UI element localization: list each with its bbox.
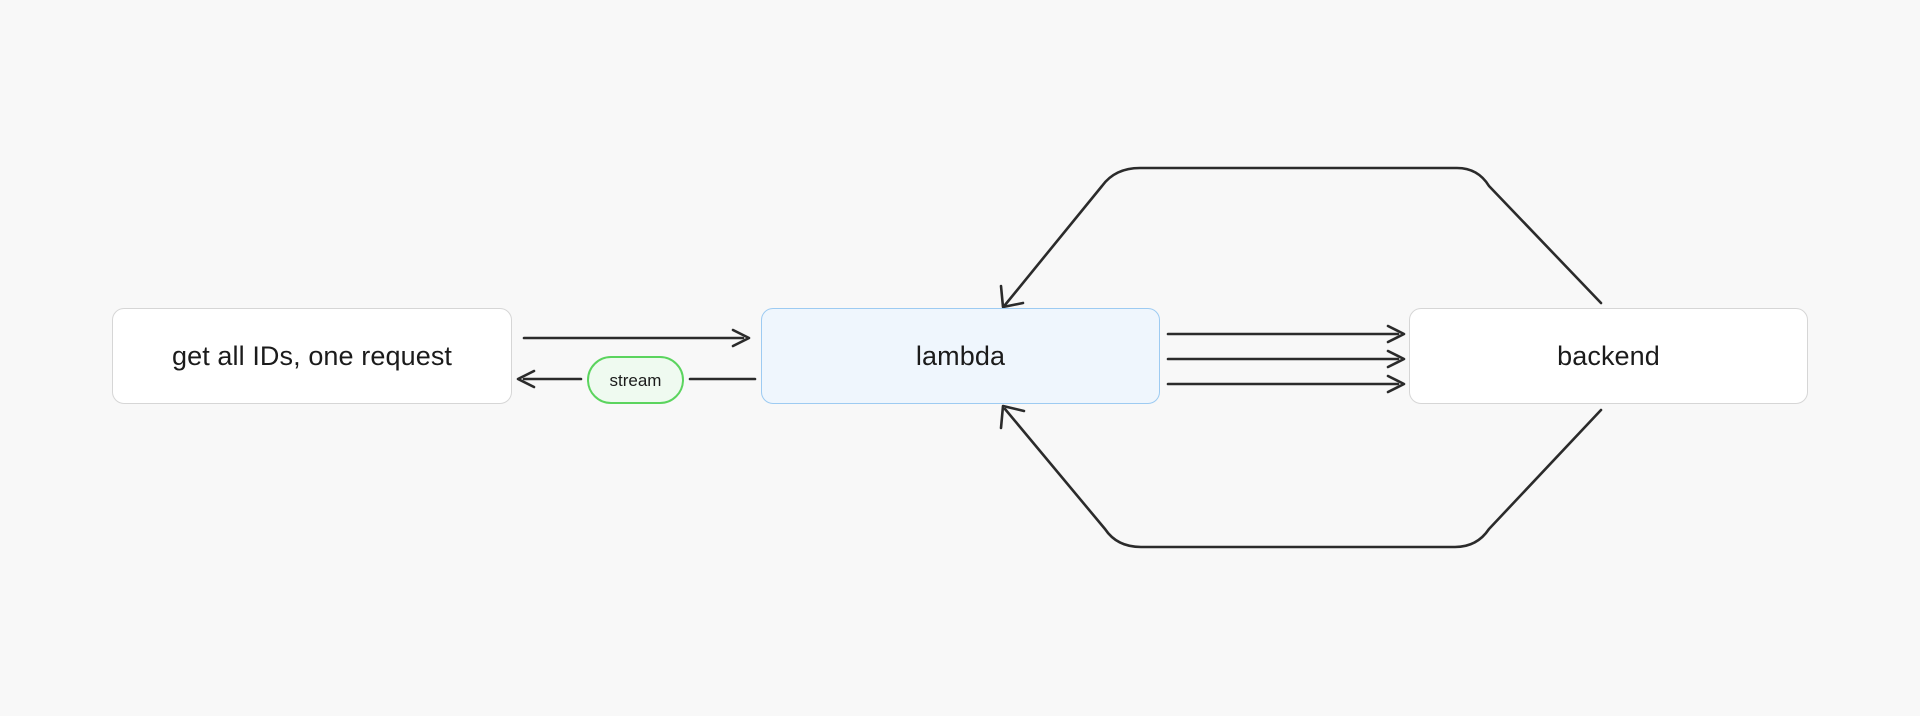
edge-lambda-to-backend-1 [1166, 324, 1406, 344]
edge-backend-to-lambda-top [999, 166, 1603, 309]
edge-client-to-lambda [522, 328, 751, 348]
edge-backend-to-lambda-bottom [999, 404, 1603, 549]
edge-lambda-to-backend-2 [1166, 349, 1406, 369]
node-client[interactable]: get all IDs, one request [112, 308, 512, 404]
node-backend[interactable]: backend [1409, 308, 1808, 404]
node-lambda-label: lambda [915, 340, 1006, 371]
edge-label-stream[interactable]: stream [587, 356, 684, 404]
edge-label-stream-text: stream [609, 370, 662, 390]
node-backend-label: backend [1557, 340, 1660, 371]
node-lambda[interactable]: lambda [761, 308, 1160, 404]
edge-lambda-to-backend-3 [1166, 374, 1406, 394]
node-client-label: get all IDs, one request [171, 340, 453, 371]
